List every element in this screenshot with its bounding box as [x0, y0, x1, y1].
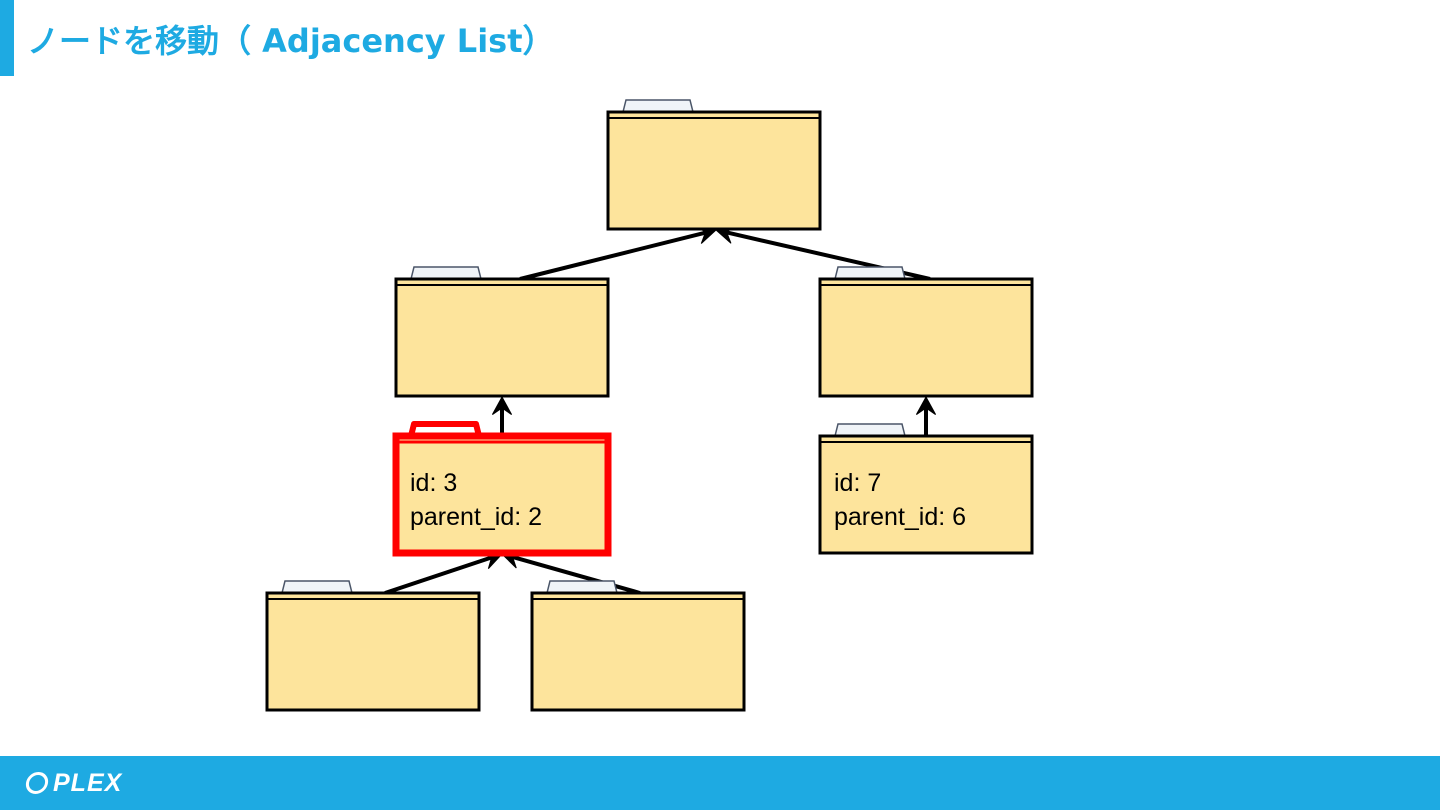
folder-node-child-a [265, 580, 481, 712]
edge-moved-to-left [491, 395, 513, 436]
folder-label-line: id: 7 [834, 469, 881, 497]
folder-node-target: id: 7 parent_id: 6 [818, 423, 1034, 555]
folder-body [392, 432, 612, 557]
folder-label-line: parent_id: 2 [410, 503, 542, 531]
folder-body [606, 110, 822, 231]
ring-icon [24, 772, 50, 794]
edge-target-to-right [915, 395, 937, 436]
folder-body [394, 277, 610, 398]
folder-node-left [394, 266, 610, 398]
folder-node-right [818, 266, 1034, 398]
nodes-layer: id: 3 parent_id: 2 id: 7 parent_id: 6 [265, 99, 1034, 712]
plex-logo: PLEX [24, 768, 123, 798]
folder-body [265, 591, 481, 712]
title-accent-bar [0, 0, 14, 76]
folder-body [818, 277, 1034, 398]
folder-body [818, 434, 1034, 555]
folder-label-line: id: 3 [410, 469, 457, 497]
arrowhead [491, 395, 513, 415]
folder-label-line: parent_id: 6 [834, 503, 966, 531]
page-title: ノードを移動（ Adjacency List） [27, 22, 555, 60]
edge-left-to-root [519, 224, 718, 281]
footer-bar: PLEX [0, 756, 1440, 810]
logo-text: PLEX [53, 768, 123, 797]
tree-diagram: id: 3 parent_id: 2 id: 7 parent_id: 6 [265, 99, 1034, 712]
folder-node-child-b [530, 580, 746, 712]
folder-node-root [606, 99, 822, 231]
folder-body [530, 591, 746, 712]
folder-node-moved: id: 3 parent_id: 2 [392, 421, 612, 557]
arrowhead [915, 395, 937, 415]
edge-child-a-to-moved [384, 549, 503, 595]
